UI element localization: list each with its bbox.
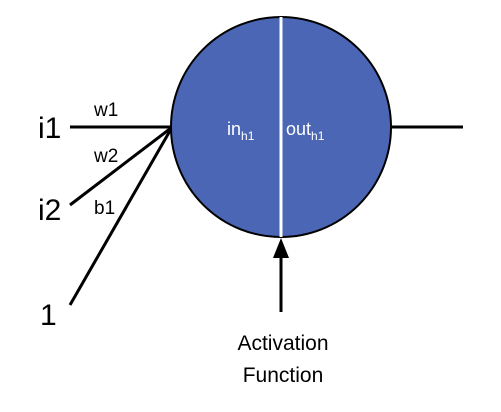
- neuron-in-label: inh1: [227, 119, 255, 143]
- weight-label-b1: b1: [94, 198, 115, 219]
- weight-label-w2: w2: [93, 146, 118, 167]
- neuron-out-subscript: h1: [311, 129, 325, 143]
- neuron-out-label: outh1: [286, 119, 325, 143]
- edge-bias: [68, 128, 173, 306]
- input-label-bias: 1: [40, 299, 57, 332]
- neuron-in-subscript: h1: [241, 129, 255, 143]
- activation-caption-line1: Activation: [237, 332, 328, 355]
- neuron-out-main: out: [286, 119, 311, 139]
- input-label-i2: i2: [38, 194, 61, 227]
- activation-arrow-head: [273, 238, 289, 258]
- input-label-i1: i1: [38, 112, 61, 145]
- weight-label-w1: w1: [93, 100, 118, 121]
- edge-i2: [69, 126, 172, 207]
- activation-caption-line2: Function: [243, 364, 324, 387]
- neuron-in-main: in: [227, 119, 241, 139]
